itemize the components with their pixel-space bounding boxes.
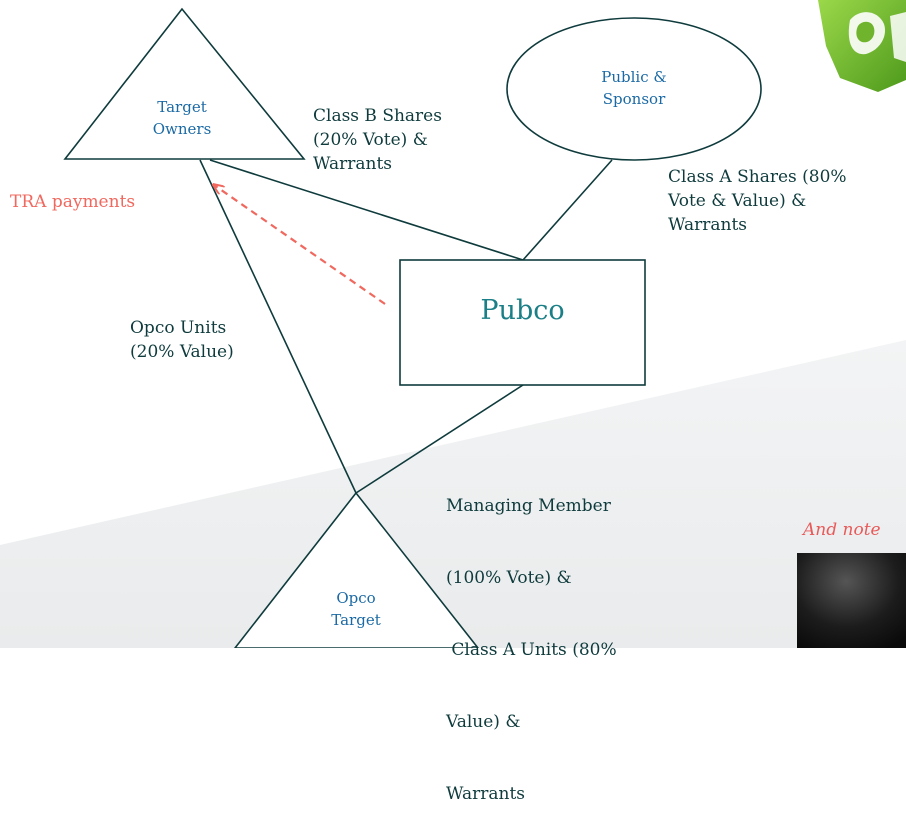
target-owners-label: Target Owners xyxy=(132,96,232,140)
pubco-label: Pubco xyxy=(480,295,565,326)
class-b-line-2: (20% Vote) & xyxy=(313,130,428,150)
side-note-label: And note xyxy=(803,520,881,540)
opco-units-label: Opco Units (20% Value) xyxy=(130,316,234,364)
connector-pubco-opco xyxy=(355,384,524,494)
class-a-shares-label: Class A Shares (80% Vote & Value) & Warr… xyxy=(668,165,847,237)
pubco-box xyxy=(399,259,646,386)
target-owners-line-2: Owners xyxy=(152,120,212,138)
tra-arrow xyxy=(214,185,386,305)
connectors xyxy=(199,159,613,494)
connector-sponsor-pubco xyxy=(522,159,613,261)
class-b-shares-label: Class B Shares (20% Vote) & Warrants xyxy=(313,104,442,176)
photo-image xyxy=(797,553,906,648)
managing-member-line-1: Managing Member xyxy=(446,496,611,516)
class-a-shares-line-1: Class A Shares (80% xyxy=(668,167,847,187)
managing-member-line-4: Value) & xyxy=(446,712,521,732)
managing-member-line-2: (100% Vote) & xyxy=(446,568,572,588)
opco-units-line-2: (20% Value) xyxy=(130,342,234,362)
opco-target-triangle xyxy=(233,491,480,648)
managing-member-label: Managing Member (100% Vote) & Class A Un… xyxy=(446,446,617,830)
class-b-line-3: Warrants xyxy=(313,154,393,174)
public-sponsor-line-1: Public & xyxy=(601,68,667,86)
class-a-shares-line-2: Vote & Value) & xyxy=(668,191,807,211)
connector-owners-opco xyxy=(199,159,357,494)
target-owners-line-1: Target xyxy=(157,98,207,116)
opco-units-line-1: Opco Units xyxy=(130,318,227,338)
tra-payments-label: TRA payments xyxy=(10,192,136,212)
opco-target-label: Opco Target xyxy=(306,587,406,631)
target-owners-triangle xyxy=(63,7,306,160)
background-shade xyxy=(0,340,906,648)
connector-owners-pubco xyxy=(209,159,524,261)
clipart-image xyxy=(790,0,906,110)
managing-member-line-3: Class A Units (80% xyxy=(446,640,617,660)
opco-target-line-2: Target xyxy=(331,611,381,629)
opco-target-line-1: Opco xyxy=(336,589,376,607)
class-a-shares-line-3: Warrants xyxy=(668,215,748,235)
structure-diagram xyxy=(0,0,906,648)
public-sponsor-ellipse xyxy=(506,17,762,161)
public-sponsor-line-2: Sponsor xyxy=(602,90,666,108)
class-b-line-1: Class B Shares xyxy=(313,106,442,126)
managing-member-line-5: Warrants xyxy=(446,784,526,804)
public-sponsor-label: Public & Sponsor xyxy=(574,66,694,110)
